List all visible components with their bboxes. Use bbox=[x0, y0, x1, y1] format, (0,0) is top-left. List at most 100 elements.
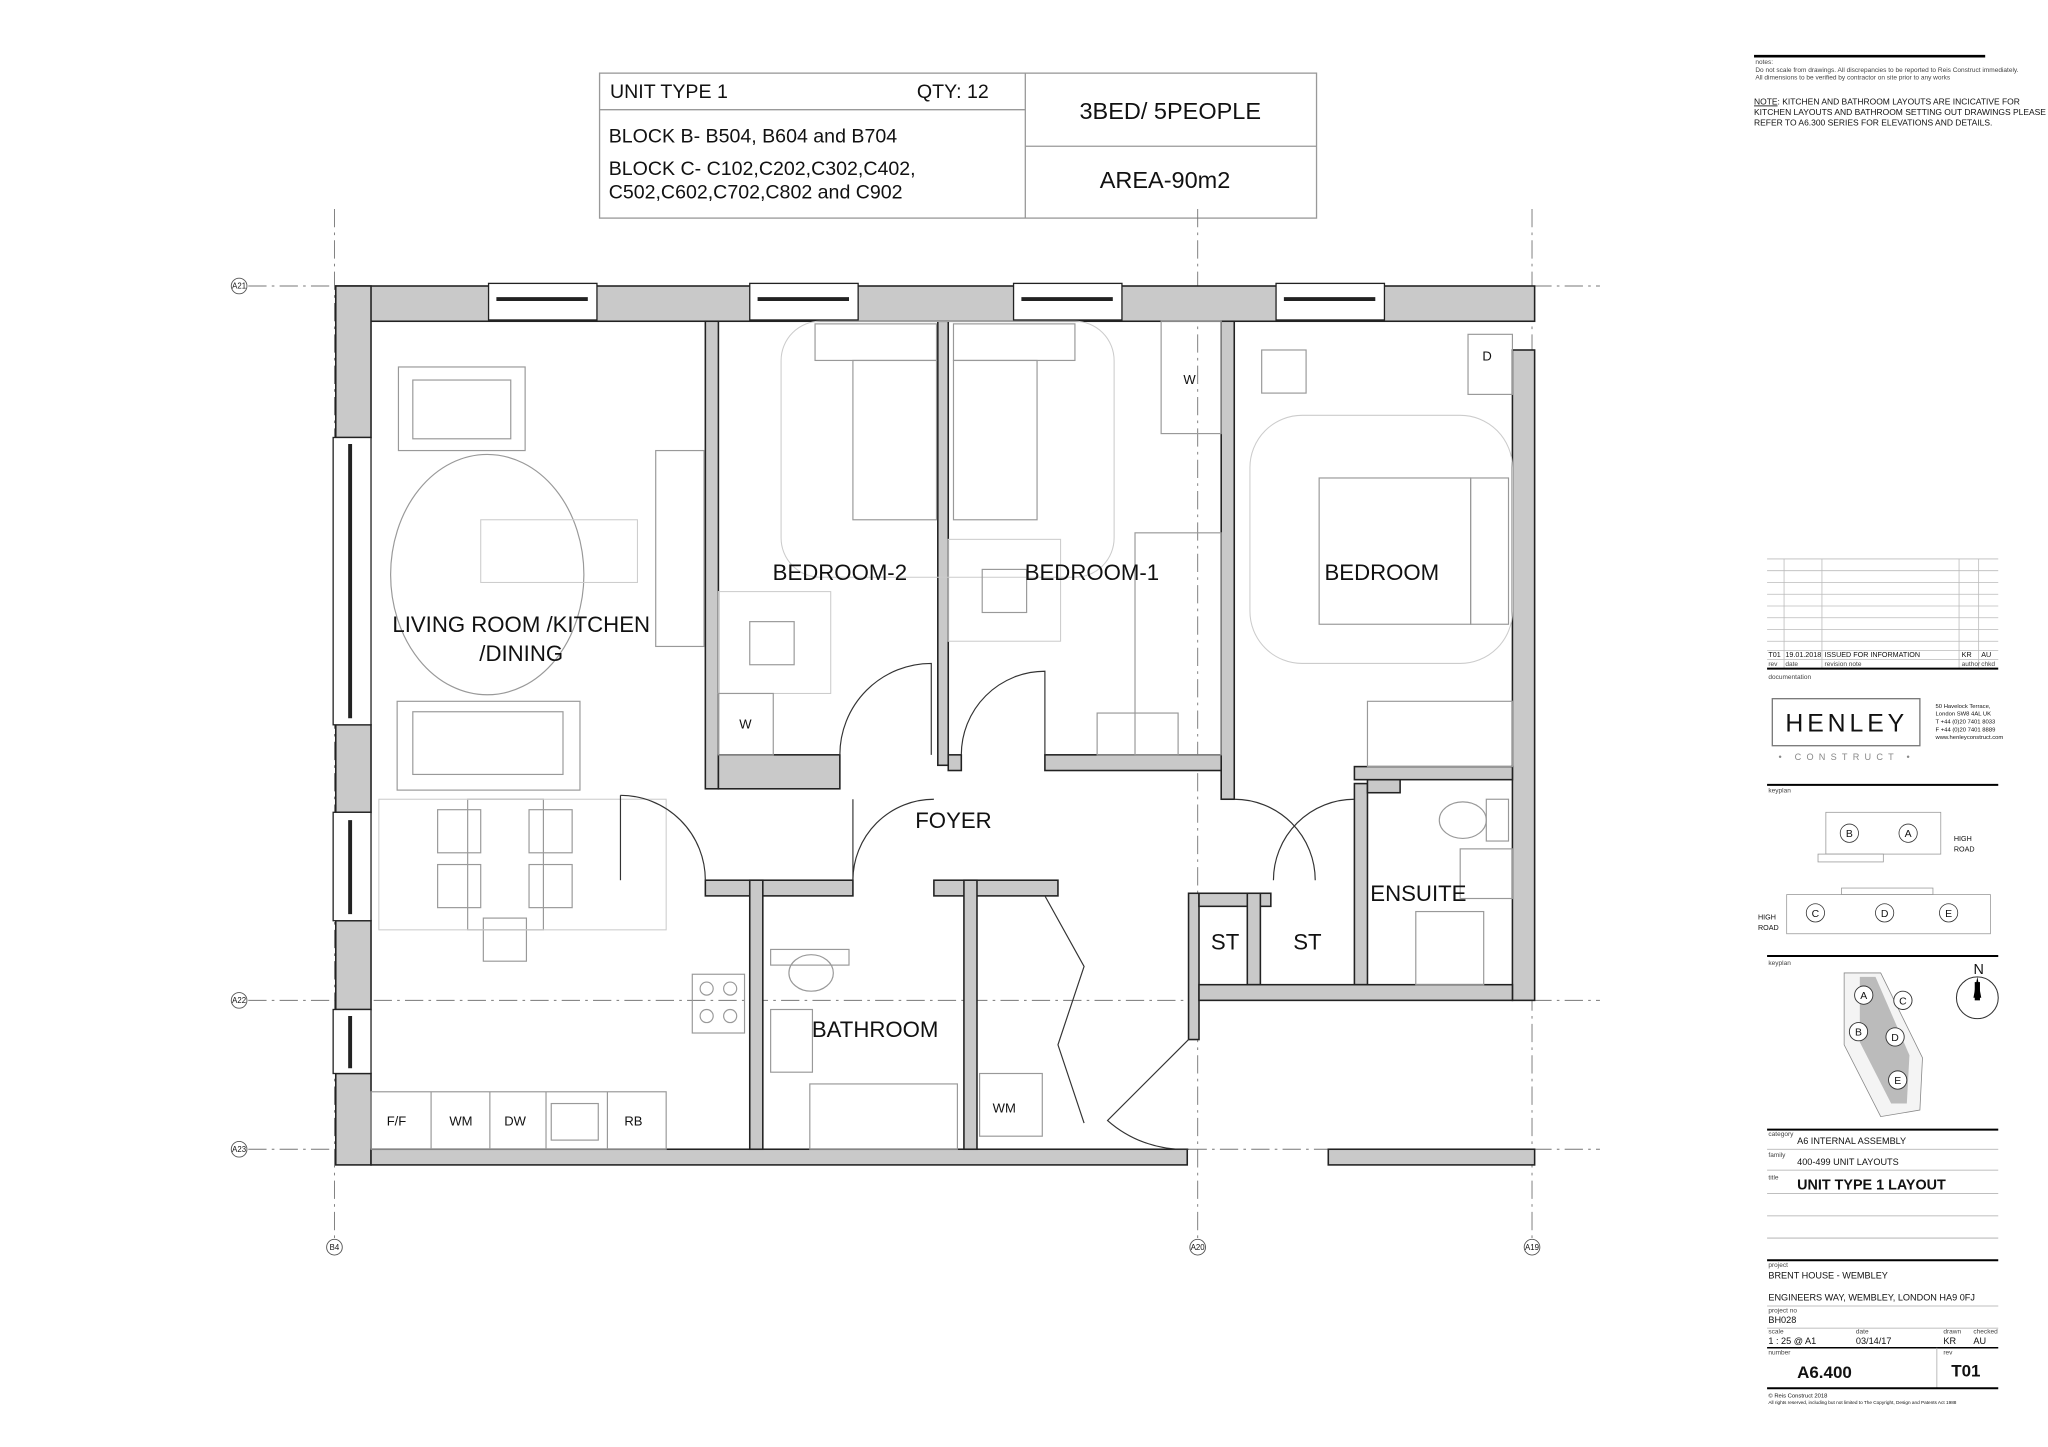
rev-label: rev bbox=[1943, 1349, 1953, 1356]
revision-header-checked: chkd bbox=[1981, 661, 1995, 668]
number-label: number bbox=[1768, 1349, 1791, 1356]
grid-label-b4: B4 bbox=[330, 1243, 340, 1252]
grid-label-a22: A22 bbox=[232, 996, 246, 1005]
site-keyplan bbox=[1786, 811, 1991, 935]
drawing-number: A6.400 bbox=[1797, 1363, 1852, 1382]
company-fax: F +44 (0)20 7401 8889 bbox=[1936, 727, 1996, 733]
revision-header-note: revision note bbox=[1825, 661, 1862, 668]
windows bbox=[332, 282, 1386, 1075]
project-label: project bbox=[1768, 1262, 1788, 1269]
refuse-bin-label: RB bbox=[624, 1114, 642, 1129]
family-label: family bbox=[1768, 1152, 1786, 1159]
room-label-store-2: ST bbox=[1293, 929, 1322, 954]
keyplan-block-c: C bbox=[1812, 909, 1820, 920]
room-label-bedroom: BEDROOM bbox=[1325, 560, 1440, 585]
note-3: REFER TO A6.300 SERIES FOR ELEVATIONS AN… bbox=[1754, 117, 1992, 127]
revision-header-rev: rev bbox=[1768, 661, 1778, 668]
drawn-value: KR bbox=[1943, 1336, 1956, 1346]
room-label-dining: /DINING bbox=[479, 641, 563, 666]
notes-line-2: All dimensions to be verified by contrac… bbox=[1755, 75, 1951, 82]
keyplan-label: keyplan bbox=[1768, 788, 1791, 795]
title-label: title bbox=[1768, 1174, 1779, 1181]
drawn-label: drawn bbox=[1943, 1328, 1961, 1335]
category-value: A6 INTERNAL ASSEMBLY bbox=[1797, 1136, 1906, 1146]
revision-checked: AU bbox=[1981, 651, 1991, 659]
note-2: KITCHEN LAYOUTS AND BATHROOM SETTING OUT… bbox=[1754, 107, 2046, 117]
room-label-ensuite: ENSUITE bbox=[1370, 881, 1466, 906]
revision-note: ISSUED FOR INFORMATION bbox=[1825, 651, 1921, 659]
scale-label: scale bbox=[1768, 1328, 1784, 1335]
drawing-title: UNIT TYPE 1 LAYOUT bbox=[1797, 1178, 1946, 1194]
grid-label-a23: A23 bbox=[232, 1145, 247, 1154]
keyplan-high-road-2: ROAD bbox=[1954, 845, 1975, 853]
family-value: 400-499 UNIT LAYOUTS bbox=[1797, 1157, 1899, 1167]
block-b-units: BLOCK B- B504, B604 and B704 bbox=[609, 125, 898, 147]
revision-header-author: author bbox=[1962, 661, 1981, 668]
documentation-label: documentation bbox=[1768, 674, 1811, 681]
revision-table bbox=[1767, 558, 1999, 670]
project-number: BH028 bbox=[1768, 1315, 1796, 1325]
date-value: 03/14/17 bbox=[1856, 1336, 1892, 1346]
room-label-bathroom: BATHROOM bbox=[812, 1017, 939, 1042]
category-label: category bbox=[1768, 1131, 1794, 1138]
doors bbox=[619, 662, 1355, 1150]
checked-value: AU bbox=[1973, 1336, 1986, 1346]
title-panel: notes: Do not scale from drawings. All d… bbox=[1754, 54, 2046, 1405]
room-label-foyer: FOYER bbox=[915, 808, 991, 833]
drawer-label: D bbox=[1482, 348, 1491, 363]
room-label-store-1: ST bbox=[1211, 929, 1240, 954]
drawing-revision: T01 bbox=[1951, 1361, 1980, 1380]
grid-label-a19: A19 bbox=[1525, 1243, 1539, 1252]
keyplan-block-b: B bbox=[1846, 829, 1853, 840]
keyplan-high-road-1: HIGH bbox=[1954, 835, 1972, 843]
qty-label: QTY: 12 bbox=[917, 81, 989, 103]
area-label: AREA-90m2 bbox=[1100, 167, 1231, 193]
keyplan-block-d: D bbox=[1881, 909, 1889, 920]
unit-schedule-table: UNIT TYPE 1 QTY: 12 BLOCK B- B504, B604 … bbox=[598, 72, 1318, 219]
unit-type-label: UNIT TYPE 1 bbox=[610, 81, 728, 103]
project-address: ENGINEERS WAY, WEMBLEY, LONDON HA9 0FJ bbox=[1768, 1293, 1975, 1303]
logo-henley: HENLEY bbox=[1785, 710, 1908, 737]
company-logo: HENLEY • CONSTRUCT • bbox=[1771, 698, 1921, 762]
company-tel: T +44 (0)20 7401 8033 bbox=[1936, 719, 1996, 725]
site-block-d: D bbox=[1891, 1033, 1899, 1044]
project-no-label: project no bbox=[1768, 1307, 1797, 1314]
revision-date: 19.01.2018 bbox=[1785, 651, 1821, 659]
grid-label-a20: A20 bbox=[1191, 1243, 1206, 1252]
rights-notice: All rights reserved, including but not l… bbox=[1768, 1400, 1956, 1405]
copyright: © Reis Construct 2018 bbox=[1768, 1392, 1827, 1399]
revision-author: KR bbox=[1962, 651, 1972, 659]
block-c-units-1: BLOCK C- C102,C202,C302,C402, bbox=[609, 158, 916, 180]
keyplan-high-road-3: HIGH bbox=[1758, 913, 1776, 921]
dishwasher-label: DW bbox=[504, 1114, 526, 1129]
date-label: date bbox=[1856, 1328, 1869, 1335]
logo-construct: • CONSTRUCT • bbox=[1779, 752, 1916, 762]
checked-label: checked bbox=[1973, 1328, 1998, 1335]
company-address-1: 50 Havelock Terrace, bbox=[1936, 704, 1991, 710]
notes-line-1: Do not scale from drawings. All discrepa… bbox=[1755, 67, 2018, 74]
fridge-freezer-label: F/F bbox=[387, 1114, 407, 1129]
site-block-b: B bbox=[1855, 1028, 1862, 1039]
revision-header-date: date bbox=[1785, 661, 1798, 668]
site-block-a: A bbox=[1860, 991, 1867, 1002]
site-block-e: E bbox=[1894, 1076, 1901, 1087]
revision-rev: T01 bbox=[1768, 651, 1780, 659]
building-keyplan bbox=[1843, 972, 1999, 1118]
room-label-bedroom-1: BEDROOM-1 bbox=[1025, 560, 1159, 585]
room-label-living: LIVING ROOM /KITCHEN bbox=[392, 612, 650, 637]
block-c-units-2: C502,C602,C702,C802 and C902 bbox=[609, 182, 903, 204]
site-block-c: C bbox=[1899, 996, 1907, 1007]
company-address-2: London SW8 4AL UK bbox=[1936, 712, 1992, 718]
beds-label: 3BED/ 5PEOPLE bbox=[1079, 98, 1261, 124]
keyplan-high-road-4: ROAD bbox=[1758, 924, 1779, 932]
washing-machine-label: WM bbox=[449, 1114, 472, 1129]
north-label: N bbox=[1973, 962, 1983, 978]
grid-lines: A21 A22 A23 B4 A20 A19 bbox=[230, 208, 1600, 1256]
wardrobe-label-1: W bbox=[739, 717, 752, 732]
washer-label: WM bbox=[993, 1101, 1016, 1116]
keyplan-block-e: E bbox=[1945, 909, 1952, 920]
room-label-bedroom-2: BEDROOM-2 bbox=[773, 560, 907, 585]
company-web: www.henleyconstruct.com bbox=[1935, 735, 2004, 741]
keyplan2-label: keyplan bbox=[1768, 960, 1791, 967]
